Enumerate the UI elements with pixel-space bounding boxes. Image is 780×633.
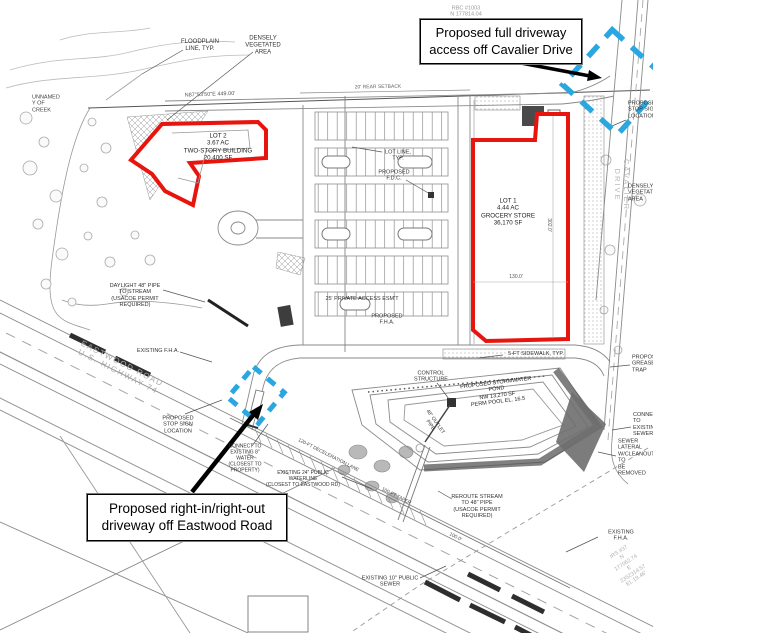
gore-striping: [254, 428, 427, 526]
map-label-daylight: DAYLIGHT 48" PIPE TO STREAM (USACOE PERM…: [109, 283, 161, 309]
map-label-grease: PROPOSED GREASE TRAP: [632, 354, 653, 374]
map-label-setback: 20' REAR SETBACK: [354, 83, 402, 91]
map-label-lateral: SEWER LATERAL W/CLEANOUT TO BE REMOVED: [618, 438, 653, 477]
map-label-fdc: PROPOSED F.D.C.: [378, 169, 410, 182]
plan-drawing-area: FLOODPLAIN LINE, TYP. DENSELY VEGETATED A…: [0, 0, 653, 633]
map-label-creek: UNNAMED Y OF CREEK: [32, 94, 60, 114]
map-label-sidewalk: 5-FT SIDEWALK, TYP.: [508, 350, 564, 357]
map-label-dim302: 302.0': [545, 218, 552, 232]
driveway-highlights: [224, 25, 653, 427]
map-label-pfha: PROPOSED F.H.A.: [371, 313, 403, 326]
parking-stalls: [314, 111, 449, 317]
map-label-lotline: LOT LINE, TYP.: [385, 149, 411, 162]
map-label-lot2: LOT 2 3.67 AC TWO-STORY BUILDING 20,400 …: [183, 132, 253, 162]
map-label-connect8: CONNECT TO EXISTING 8" WATER (CLOSEST TO…: [228, 443, 262, 473]
eastwood-road-lines: [0, 299, 653, 633]
map-label-efha-br: EXISTING F.H.A.: [608, 529, 634, 542]
highlight-eastwood-access: [224, 363, 288, 427]
contours-and-vegetation: [5, 27, 251, 331]
map-label-wl24: EXISTING 24" PUBLIC WATERLINE (CLOSEST T…: [266, 470, 340, 488]
map-label-veg-top: DENSELY VEGETATED AREA: [245, 35, 281, 56]
map-label-reroute: REROUTE STREAM TO 48" PIPE (USACOE PERMI…: [451, 494, 503, 520]
callout-eastwood-driveway: Proposed right-in/right-out driveway off…: [86, 493, 288, 542]
shrub-cluster: [337, 444, 414, 504]
map-label-connect-right: CONNECT TO EXISTING SEWER: [633, 412, 653, 438]
site-plan-drawing: [0, 0, 653, 633]
map-label-efha-left: EXISTING F.H.A.: [136, 347, 180, 354]
map-label-ctrl: CONTROL STRUCTURE: [414, 370, 448, 383]
map-label-esmt: 25' PRIVATE ACCESS ESM'T: [325, 295, 399, 302]
map-label-floodplain: FLOODPLAIN LINE, TYP.: [180, 38, 220, 52]
highlight-cavalier-access: [558, 25, 653, 139]
road-median-dashes: [68, 332, 546, 633]
callout-cavalier-driveway: Proposed full driveway access off Cavali…: [419, 17, 583, 66]
leader-lines: [141, 47, 632, 579]
map-label-lot1: LOT 1 4.44 AC GROCERY STORE 36,170 SF: [481, 197, 535, 227]
map-label-dim130: 130.0': [509, 274, 523, 281]
map-label-stop-left: PROPOSED STOP SIGN LOCATION: [162, 415, 194, 435]
lot2-building-outline: [128, 119, 268, 208]
stormwater-pond: [351, 367, 606, 523]
sidewalk-strips: [442, 95, 605, 360]
map-label-sewer10: EXISTING 10" PUBLIC SEWER: [361, 575, 419, 588]
parking-islands: [321, 155, 433, 311]
building-outlines: [128, 112, 570, 344]
map-label-rbc: RBC #1003 N 177814.04: [450, 5, 482, 18]
map-label-veg-right: DENSELY VEGETATED AREA: [628, 183, 653, 203]
lot1-building-outline: [471, 112, 570, 344]
map-label-stop-right: PROPOSED STOP SIGN LOCATION: [628, 100, 653, 120]
